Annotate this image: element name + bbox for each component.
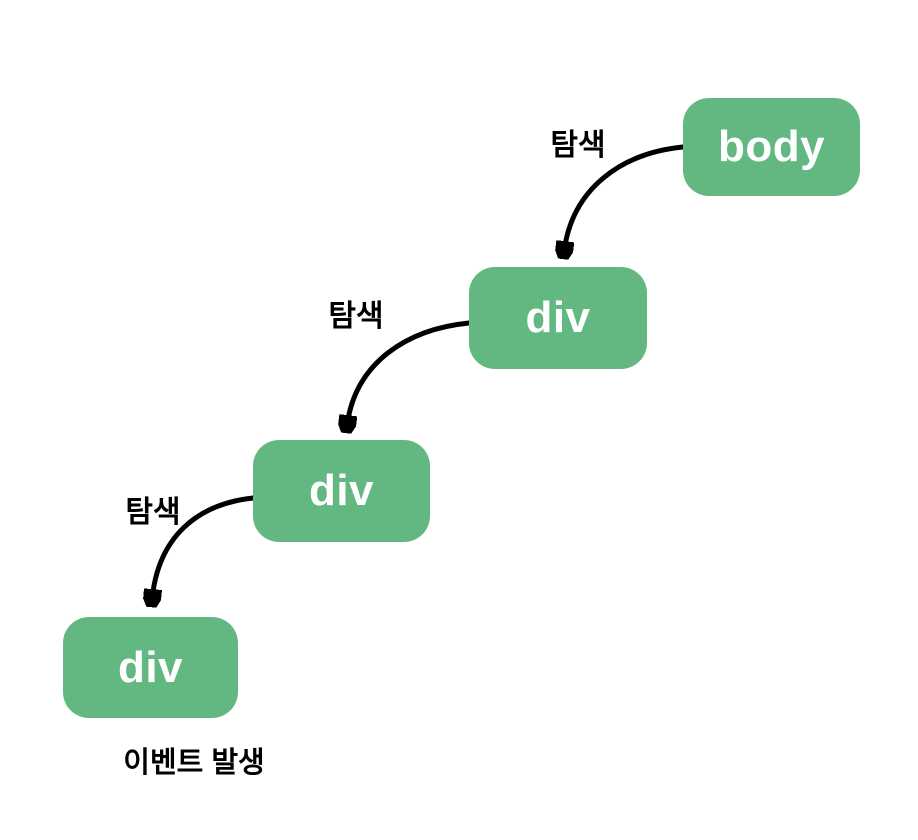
edge-label-div1-to-div2: 탐색 (328, 300, 384, 333)
arrow-body-to-div1-icon (564, 144, 686, 252)
node-div-1-label: div (525, 293, 591, 342)
node-div-2: div (253, 440, 430, 542)
node-div-3: div (63, 617, 238, 718)
event-caption: 이벤트 발생 (123, 747, 265, 779)
node-body-label: body (717, 122, 826, 171)
edge-label-body-to-div1: 탐색 (550, 129, 606, 162)
arrow-div2-to-div3-icon (152, 495, 256, 600)
node-div-2-label: div (308, 466, 375, 515)
edge-label-div2-to-div3: 탐색 (125, 496, 181, 529)
node-div-1: div (469, 267, 647, 369)
arrow-div1-to-div2-icon (347, 320, 472, 426)
node-body: body (683, 98, 860, 196)
node-div-3-label: div (117, 642, 184, 692)
